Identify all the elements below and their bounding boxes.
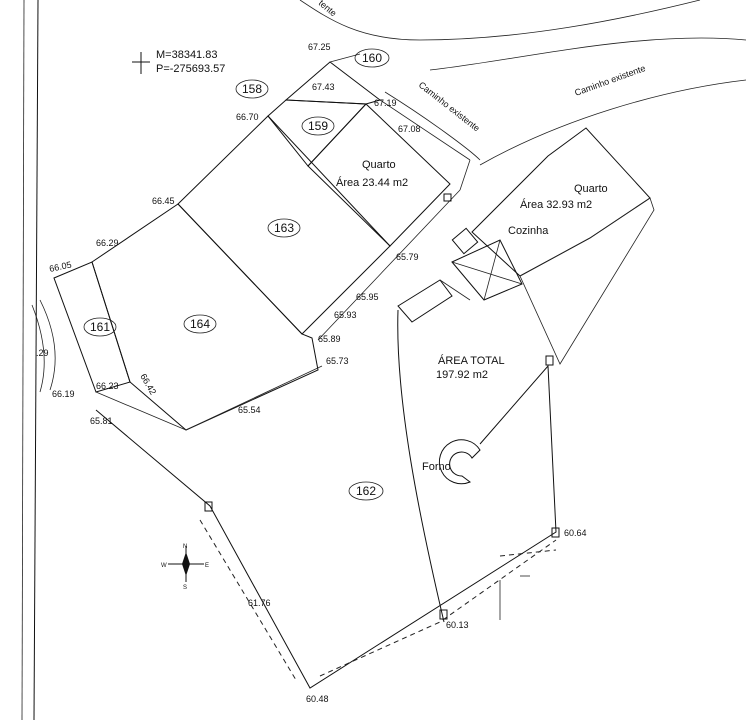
road-label-2: Caminho existente <box>573 63 646 98</box>
elevation-label: 66.45 <box>152 196 175 206</box>
boundary-line-3 <box>317 189 461 341</box>
elevation-label: 60.64 <box>564 528 587 538</box>
boundary-marker <box>204 501 213 512</box>
parcel-oval <box>301 116 335 136</box>
elevation-label: 66.05 <box>48 259 72 273</box>
forno-shape <box>438 439 481 485</box>
parcel-162-outer <box>95 364 557 689</box>
parcel-164-label: 164 <box>190 317 210 331</box>
area-total-label: ÁREA TOTAL <box>438 354 505 367</box>
elevation-label: 67.43 <box>312 82 335 92</box>
parcel-162-west <box>397 309 445 623</box>
parcel-161-shape <box>53 261 131 393</box>
quarto1-shape <box>307 103 451 247</box>
forno-label: Forno <box>422 461 451 473</box>
annex-edge <box>439 279 471 301</box>
left-edge-2 <box>31 304 45 393</box>
elevation-label: 60.13 <box>446 620 469 630</box>
annex-box-3 <box>397 279 453 323</box>
elevation-label: 65.54 <box>238 405 261 415</box>
quarto1-area: Área 23.44 m2 <box>336 176 408 189</box>
frame-border-outer <box>21 0 25 720</box>
road-edge-3 <box>479 79 746 166</box>
parcel-160-edge <box>329 53 361 63</box>
elevation-label: .29 <box>36 348 49 358</box>
coord-p: P=-275693.57 <box>156 63 225 75</box>
parcel-oval <box>354 48 390 68</box>
parcel-163-label: 163 <box>274 221 294 235</box>
annex-box-2 <box>451 239 523 301</box>
elevation-label: 67.08 <box>398 124 421 134</box>
parcel-162-dashed <box>319 539 557 677</box>
annex-box-1 <box>451 227 479 255</box>
compass-w: W <box>161 563 167 569</box>
road-edge-top <box>299 0 701 41</box>
elevation-label: 66.42 <box>138 372 158 397</box>
elevation-label: 65.73 <box>326 356 349 366</box>
quarto2-label: Quarto <box>574 183 608 195</box>
boundary-marker <box>551 527 560 538</box>
parcel-oval <box>348 481 384 501</box>
cozinha-label: Cozinha <box>508 225 549 237</box>
parcel-159-label: 159 <box>308 119 328 133</box>
elevation-label: 65.81 <box>90 416 113 426</box>
frame-border <box>33 0 39 720</box>
elevation-label: 66.29 <box>96 238 119 248</box>
road-label-1: Caminho existente <box>417 80 482 134</box>
road-edge-1 <box>429 37 746 71</box>
parcel-158-label: 158 <box>242 82 262 96</box>
compass-icon <box>168 546 204 582</box>
elevation-label: 65.95 <box>356 292 379 302</box>
boundary-line-5 <box>185 365 323 431</box>
elevation-label: 66.19 <box>52 389 75 399</box>
parcel-162-dashed-3 <box>499 549 557 557</box>
boundary-line-4 <box>95 391 187 431</box>
area-total-value: 197.92 m2 <box>436 369 488 381</box>
boundary-marker <box>443 193 452 202</box>
boundary-marker <box>545 355 554 366</box>
elevation-label: 66.23 <box>96 381 119 391</box>
compass-s: S <box>183 585 187 591</box>
elevation-label: 65.89 <box>318 334 341 344</box>
parcel-oval <box>235 79 269 99</box>
parcel-162-dashed-2 <box>199 519 297 681</box>
compass-n: N <box>183 544 187 550</box>
parcel-oval <box>183 314 217 334</box>
quarto1-label: Quarto <box>362 159 396 171</box>
annex-cross-2 <box>483 239 501 301</box>
parcel-oval <box>83 317 117 337</box>
parcel-162-label: 162 <box>356 484 376 498</box>
quarto2-area: Área 32.93 m2 <box>520 198 592 211</box>
boundary-marker <box>439 609 448 620</box>
parcel-161-label: 161 <box>90 320 110 334</box>
road-edge-2 <box>384 91 481 161</box>
coord-m: M=38341.83 <box>156 49 217 61</box>
elevation-label: 67.25 <box>308 42 331 52</box>
boundary-line-2 <box>459 159 471 191</box>
east-boundary <box>519 197 655 365</box>
parcel-oval <box>267 218 301 238</box>
elevation-label: 61.76 <box>248 598 271 608</box>
compass-e: E <box>205 563 209 569</box>
parcel-160-label: 160 <box>362 51 382 65</box>
elevation-label: 66.70 <box>236 112 259 122</box>
elevation-label: 65.79 <box>396 252 419 262</box>
road-label-top: tente <box>317 0 339 18</box>
boundary-line <box>379 99 471 161</box>
elevation-label: 65.93 <box>334 310 357 320</box>
elevation-label: 67.19 <box>374 98 397 108</box>
elevation-label: 60.48 <box>306 694 329 704</box>
left-edge-1 <box>39 299 56 391</box>
annex-cross-1 <box>451 261 523 285</box>
